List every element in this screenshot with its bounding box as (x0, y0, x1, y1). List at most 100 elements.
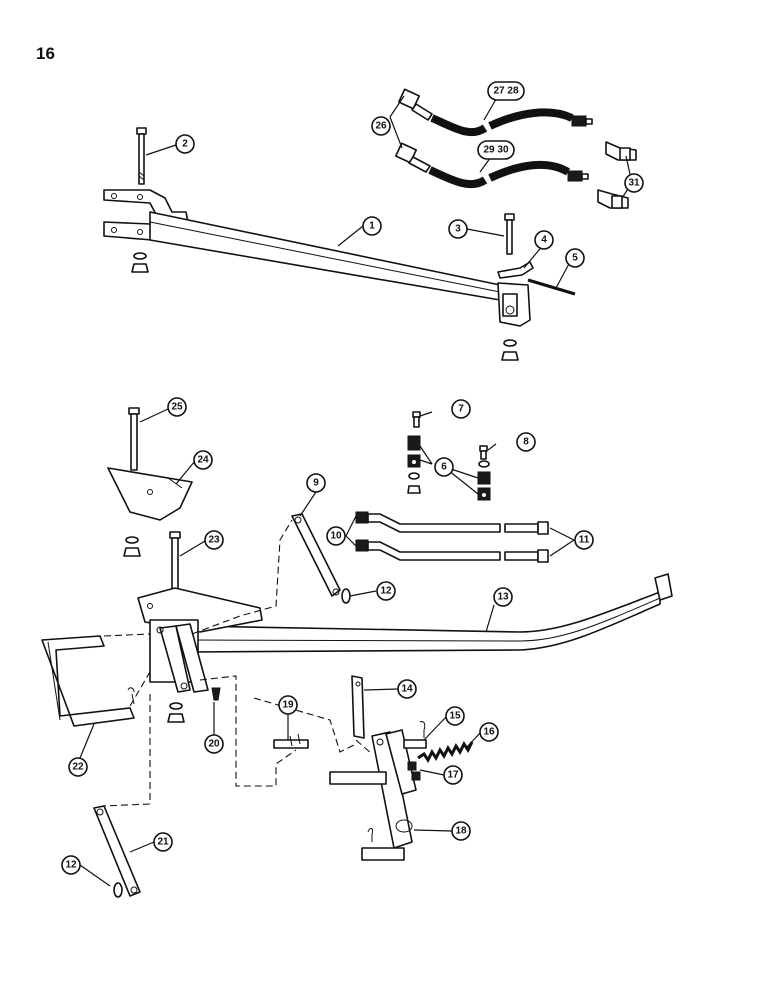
callout-21: 21 (153, 832, 173, 852)
svg-text:16: 16 (483, 727, 495, 738)
callout-22: 22 (68, 757, 88, 777)
callout-1: 1 (362, 216, 382, 236)
fitting-part-31 (597, 141, 637, 209)
plate-part-14 (351, 675, 365, 739)
clamp-part-4 (497, 261, 534, 279)
svg-text:1: 1 (369, 221, 375, 232)
svg-text:12: 12 (65, 860, 77, 871)
callout-17: 17 (443, 765, 463, 785)
svg-text:27 28: 27 28 (493, 86, 518, 97)
handle-part-22 (41, 635, 135, 727)
washer-part-12-lower (113, 882, 123, 898)
svg-text:5: 5 (572, 253, 578, 264)
spring-part-16 (417, 741, 474, 763)
callout-7: 7 (451, 399, 471, 419)
svg-text:20: 20 (208, 739, 220, 750)
leader-lines (79, 93, 633, 887)
link-part-9 (291, 513, 341, 597)
svg-text:11: 11 (579, 535, 590, 546)
lever-part-18 (329, 729, 417, 861)
svg-text:12: 12 (380, 586, 392, 597)
link-part-21 (93, 805, 141, 897)
bolt-part-23 (169, 531, 181, 591)
svg-text:29 30: 29 30 (483, 145, 508, 156)
callout-31: 31 (624, 173, 644, 193)
svg-text:23: 23 (208, 535, 220, 546)
svg-text:10: 10 (330, 531, 342, 542)
callout-6: 6 (434, 457, 454, 477)
nut-washer-hitch (167, 702, 185, 723)
svg-text:26: 26 (375, 121, 387, 132)
callout-29-30: 29 30 (477, 140, 515, 160)
bolt-part-2 (136, 127, 147, 185)
callout-20: 20 (204, 734, 224, 754)
bolt-part-8 (478, 445, 490, 468)
svg-text:2: 2 (182, 139, 188, 150)
pin-part-19 (273, 733, 309, 749)
callout-24: 24 (193, 450, 213, 470)
callout-25: 25 (167, 397, 187, 417)
pin-part-15 (403, 721, 427, 749)
svg-text:22: 22 (72, 762, 84, 773)
svg-text:7: 7 (458, 404, 464, 415)
svg-text:4: 4 (541, 235, 547, 246)
pin-part-20 (211, 687, 221, 701)
svg-text:8: 8 (523, 437, 529, 448)
svg-text:24: 24 (197, 455, 209, 466)
cotter-pin-18 (367, 827, 373, 842)
callout-12-upper: 12 (376, 581, 396, 601)
bolt-part-25 (128, 407, 140, 471)
svg-text:3: 3 (455, 224, 461, 235)
bolt-part-3 (504, 213, 515, 255)
svg-text:14: 14 (401, 684, 413, 695)
callout-2: 2 (175, 134, 195, 154)
nut-part-6-lower (407, 472, 421, 494)
hose-part-27-28 (397, 88, 593, 137)
callout-27-28: 27 28 (487, 81, 525, 101)
svg-text:15: 15 (449, 711, 461, 722)
svg-text:18: 18 (455, 826, 467, 837)
svg-text:9: 9 (313, 478, 319, 489)
hose-part-29-30 (394, 142, 589, 189)
rod-part-5 (527, 278, 576, 296)
svg-text:13: 13 (497, 592, 509, 603)
callout-12-lower: 12 (61, 855, 81, 875)
callout-19: 19 (278, 695, 298, 715)
nut-washer-24 (123, 536, 141, 557)
washer-part-12-upper (341, 588, 351, 604)
svg-text:17: 17 (447, 770, 459, 781)
svg-text:6: 6 (441, 462, 447, 473)
callout-18: 18 (451, 821, 471, 841)
beam-part-1 (103, 189, 531, 327)
tube-part-11 (355, 511, 549, 563)
callout-13: 13 (493, 587, 513, 607)
callout-14: 14 (397, 679, 417, 699)
callout-15: 15 (445, 706, 465, 726)
nut-washer-right (501, 339, 519, 361)
svg-text:19: 19 (282, 700, 294, 711)
callout-26: 26 (371, 116, 391, 136)
svg-text:31: 31 (628, 178, 640, 189)
callout-23: 23 (204, 530, 224, 550)
svg-text:25: 25 (171, 402, 183, 413)
nut-washer-left (131, 252, 149, 273)
frame-part-13 (189, 573, 673, 653)
callout-4: 4 (534, 230, 554, 250)
bracket-part-24 (107, 467, 193, 521)
bushing-part-17 (407, 761, 421, 781)
callout-5: 5 (565, 248, 585, 268)
cotter-pin-22 (127, 687, 135, 705)
callout-16: 16 (479, 722, 499, 742)
svg-text:21: 21 (157, 837, 169, 848)
callout-9: 9 (306, 473, 326, 493)
bolt-part-7 (412, 411, 421, 428)
callout-11: 11 (574, 530, 594, 550)
hitch-plate (137, 587, 263, 693)
page-number: 16 (36, 44, 55, 63)
callout-10: 10 (326, 526, 346, 546)
assembly-guide-lines (101, 519, 373, 807)
callout-8: 8 (516, 432, 536, 452)
callout-3: 3 (448, 219, 468, 239)
